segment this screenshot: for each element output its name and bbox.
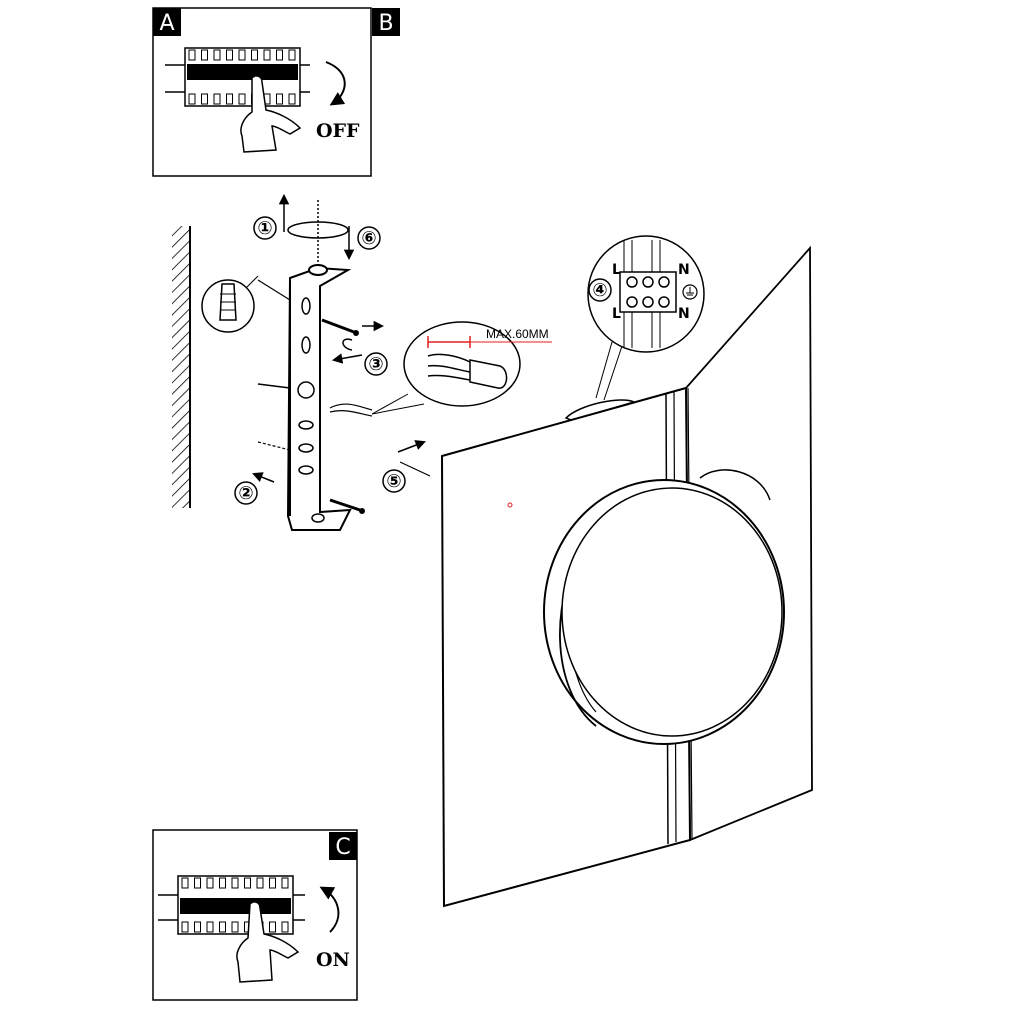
breaker-terminal [219,921,226,933]
breaker-terminal [181,877,189,889]
breaker-terminal [226,49,233,61]
panel-b-label: B [378,11,393,36]
step-1: ① [257,218,272,239]
panel-a-label: A [159,11,174,36]
breaker-terminal [244,877,251,889]
breaker-terminal [194,921,201,933]
cable-strip-callout: MAX.60MM [371,321,552,415]
breaker-terminal [219,877,226,889]
breaker-terminal [288,93,296,105]
panel-c-badge [329,832,357,860]
breaker-terminal [194,877,201,889]
terminal-block-callout: L L N N ④ [587,235,705,401]
mounting-bracket [286,264,352,531]
breaker-terminal [238,93,246,105]
step-2: ② [238,483,253,504]
screw-turn-icon [342,338,353,351]
panel-switch-off: A B OFF [152,7,400,177]
panel-switch-on: C ON [152,829,358,1001]
wall-plug-detail [201,275,259,333]
breaker-terminal [288,49,296,61]
terminal-n-bottom: N [678,306,690,322]
breaker-terminal [238,49,246,61]
wall-lamp [440,245,813,908]
breaker-terminal [281,877,289,889]
breaker-terminal [269,921,276,933]
screw-icon [257,279,365,514]
ground-icon [682,284,698,300]
terminal-l-bottom: L [612,306,621,322]
breaker-terminal [251,49,258,61]
step-6: ⑥ [361,228,376,249]
breaker-terminal [231,877,239,889]
breaker-terminal [213,93,221,105]
breaker-terminal [263,49,271,61]
breaker-strip-icon [158,875,305,935]
push-arrow-icon [397,440,426,453]
breaker-terminal [256,877,264,889]
hand-icon [236,901,300,983]
breaker-terminal [226,93,233,105]
breaker-terminal [188,49,196,61]
breaker-terminal [276,93,283,105]
supply-wires [329,403,373,411]
rotate-off-arrow-icon [325,61,346,106]
bracket-nut [308,264,328,276]
off-label: OFF [316,120,360,142]
breaker-terminal [201,49,208,61]
rotate-arrow-icon [287,221,349,239]
on-label: ON [316,949,350,971]
cable-sheath-icon [469,359,508,389]
step-4: ④ [592,280,607,301]
terminal-n-top: N [678,262,690,278]
breaker-terminal [231,921,239,933]
breaker-terminal [181,921,189,933]
wall [172,226,191,508]
breaker-terminal [213,49,221,61]
max-strip-length-label: MAX.60MM [486,327,549,341]
breaker-terminal [201,93,208,105]
insert-arrow-icon [252,472,275,483]
step-5: ⑤ [386,471,401,492]
breaker-terminal [276,49,283,61]
breaker-terminal [188,93,196,105]
breaker-terminal [206,921,214,933]
panel-c-label: C [335,835,350,860]
step-3: ③ [368,354,383,375]
hand-icon [240,75,302,153]
breaker-strip-icon [165,47,310,107]
breaker-terminal [281,921,289,933]
breaker-terminal [269,877,276,889]
panel-b-badge [372,8,400,36]
breaker-terminal [206,877,214,889]
rotate-on-arrow-icon [319,886,340,933]
terminal-l-top: L [612,262,621,278]
panel-a-badge [153,8,181,36]
